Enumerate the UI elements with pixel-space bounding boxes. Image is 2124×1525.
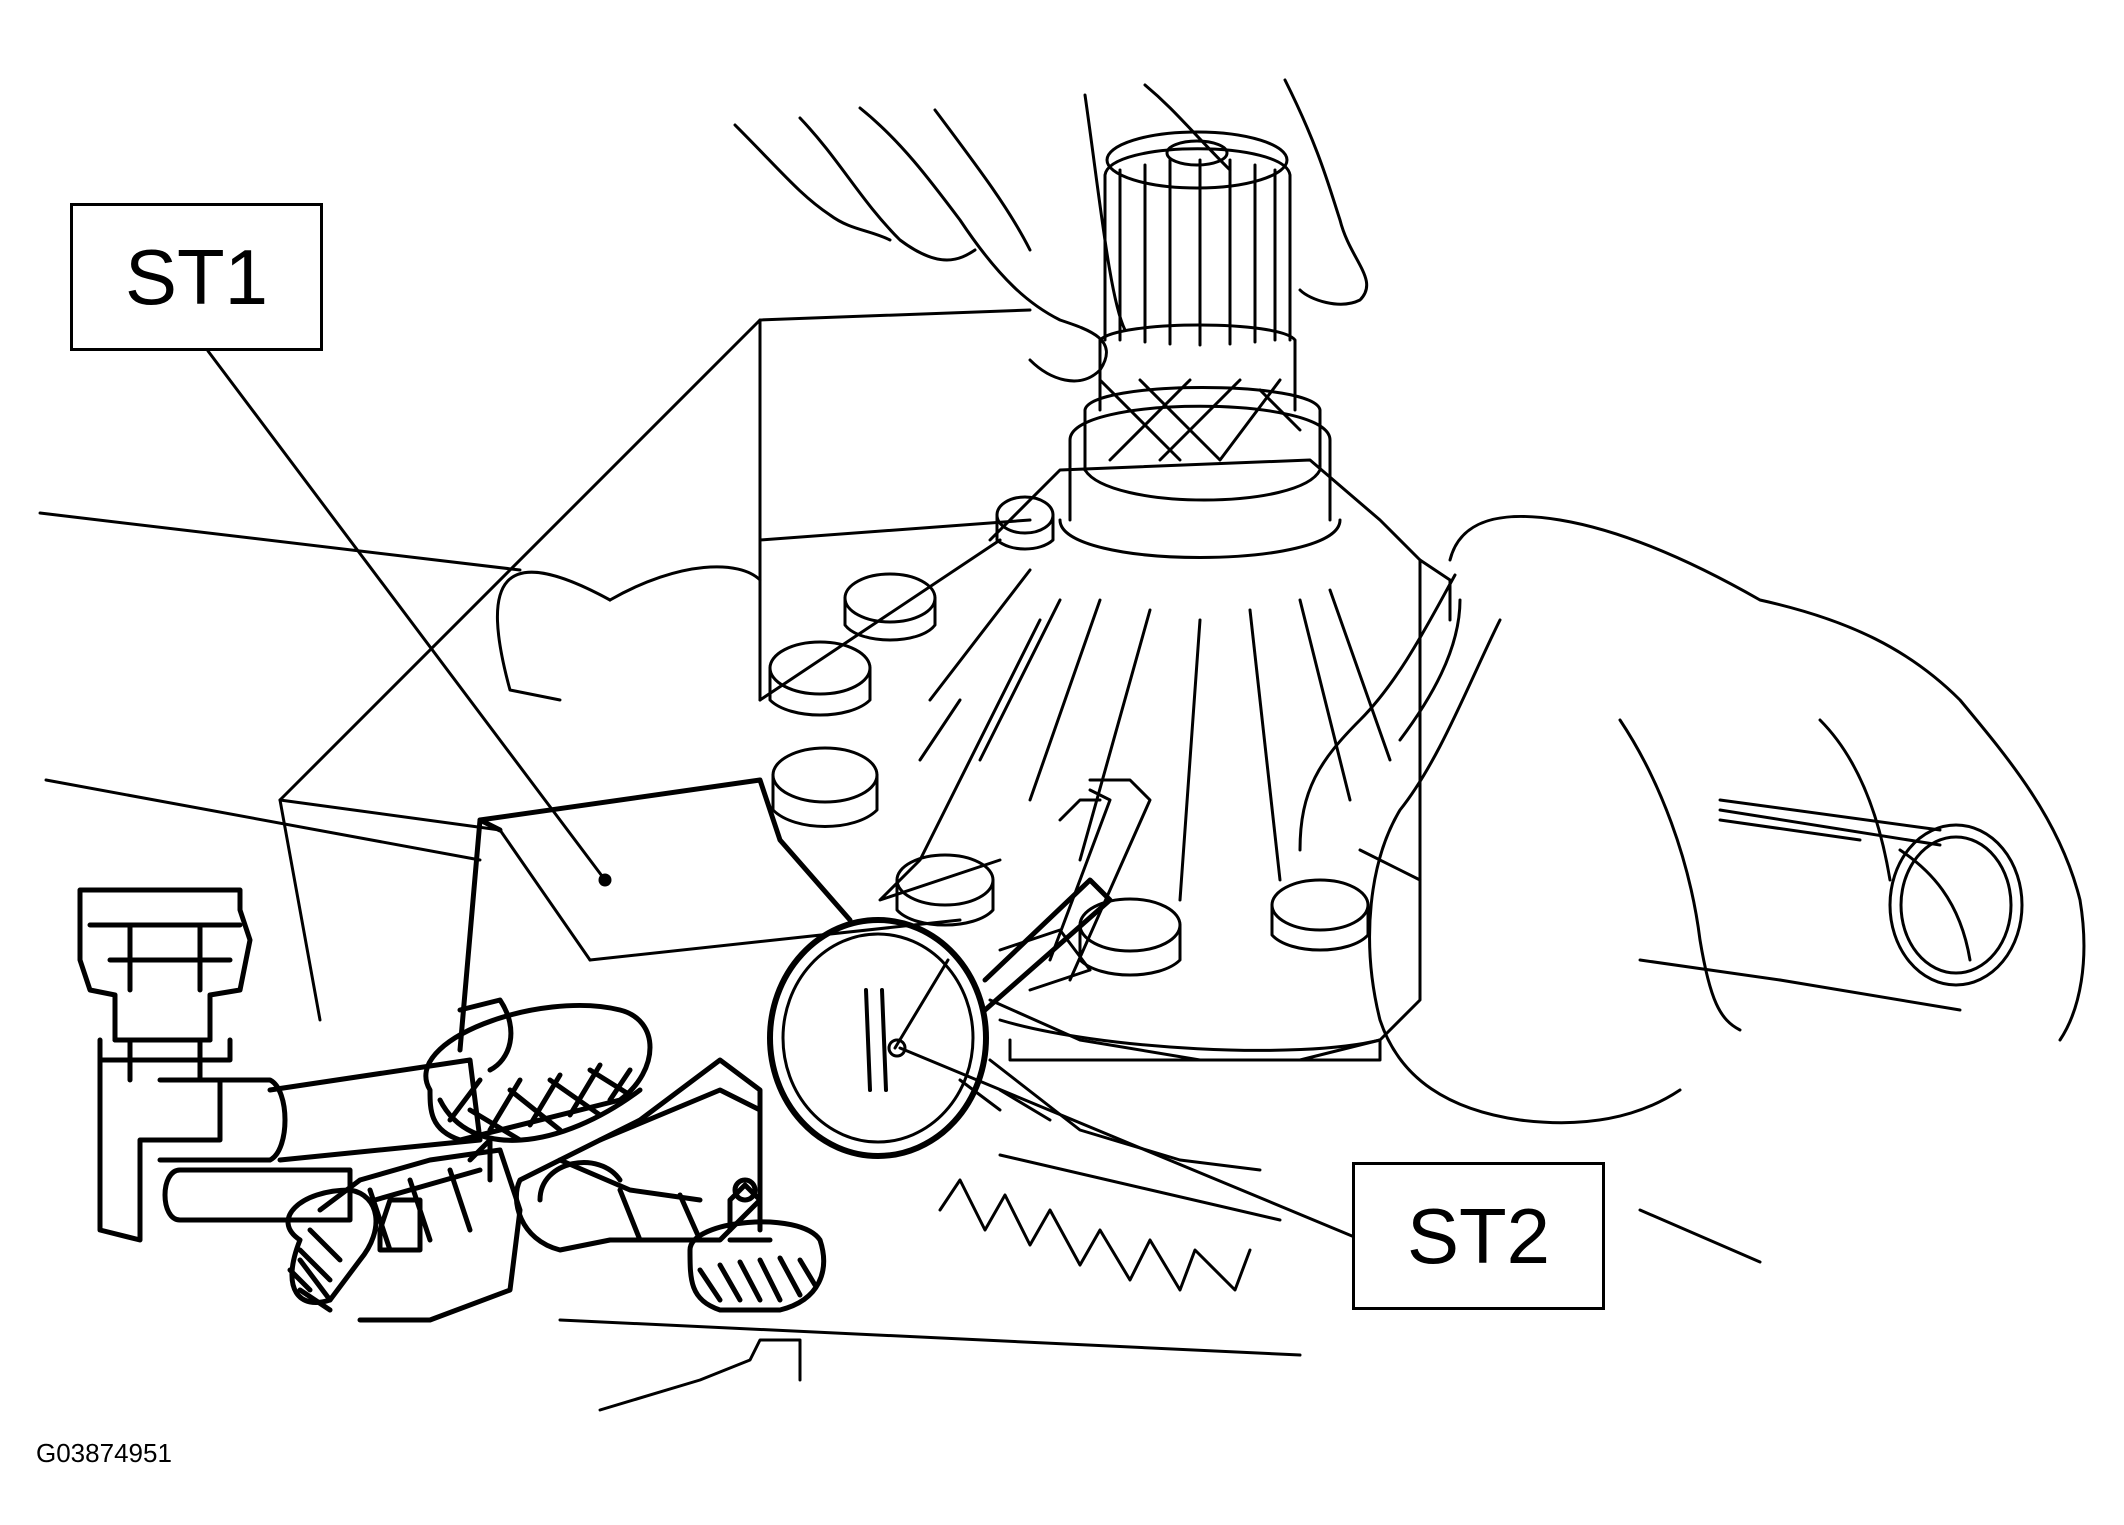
st1-block xyxy=(278,308,1032,1022)
leader-lines xyxy=(206,349,1354,1238)
input-shaft xyxy=(1058,130,1342,559)
base-outline xyxy=(457,777,853,1053)
st2-callout: ST2 xyxy=(1352,1162,1605,1310)
hand-right xyxy=(1298,514,2086,1125)
st2-leader xyxy=(898,1046,1354,1238)
figure-id: G03874951 xyxy=(36,1438,172,1468)
ring-gear xyxy=(938,1058,1262,1292)
flange-bolts xyxy=(768,495,1370,977)
background-lines xyxy=(38,511,1762,1412)
hand-top xyxy=(733,78,1369,383)
bolt-head xyxy=(771,746,879,828)
bolt-head xyxy=(895,853,995,927)
handle-right xyxy=(1638,798,2024,1012)
differential-case xyxy=(758,458,1452,1062)
dial-gauge[interactable] xyxy=(767,877,1113,1159)
bolt-head xyxy=(843,572,937,642)
st1-callout: ST1 xyxy=(70,203,323,351)
bolt-head xyxy=(1270,878,1370,952)
bolt-head xyxy=(768,640,872,717)
st2-probe[interactable] xyxy=(998,778,1152,992)
bolt-head xyxy=(995,495,1055,551)
magnetic-base-assembly xyxy=(77,887,827,1323)
st1-leader xyxy=(206,349,607,882)
